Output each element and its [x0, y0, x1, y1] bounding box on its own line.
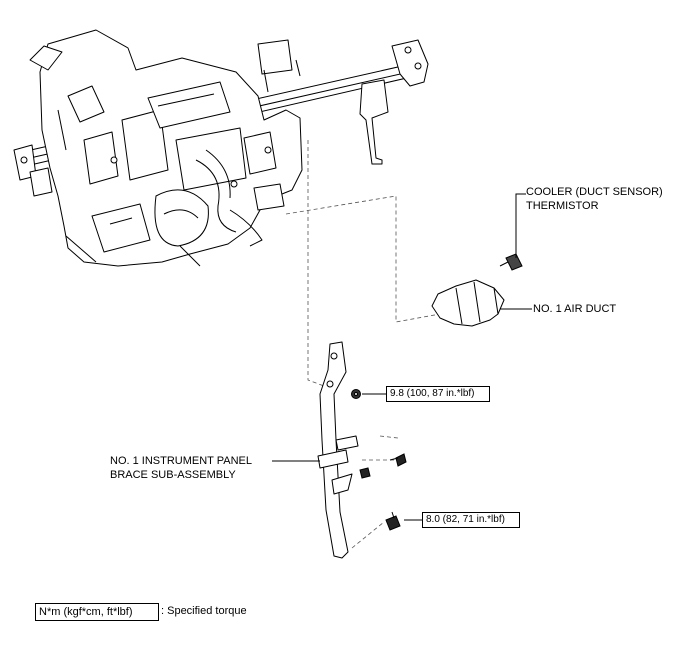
- brace-bolt-right: [389, 453, 407, 467]
- heater-unit-assembly: [13, 29, 429, 267]
- legend-torque-box: N*m (kgf*cm, ft*lbf): [35, 603, 159, 621]
- alignment-lines: [285, 140, 441, 549]
- brace-label-line1: NO. 1 INSTRUMENT PANEL: [110, 455, 253, 467]
- leader-lines: [272, 193, 532, 521]
- upper-nut: [351, 389, 361, 399]
- cooler-thermistor-part: [499, 253, 523, 271]
- cooler-thermistor-label-line1: COOLER (DUCT SENSOR): [526, 186, 663, 198]
- brace-sub-assembly-part: [317, 341, 359, 559]
- legend-description: : Specified torque: [161, 605, 247, 617]
- cooler-thermistor-label-line2: THERMISTOR: [526, 200, 599, 212]
- torque-box-upper: 9.8 (100, 87 in.*lbf): [386, 386, 490, 402]
- torque-box-lower: 8.0 (82, 71 in.*lbf): [422, 512, 520, 528]
- brace-label-line2: BRACE SUB-ASSEMBLY: [110, 469, 236, 481]
- air-duct-part: [431, 279, 505, 327]
- brace-bolt-lower: [385, 511, 401, 531]
- air-duct-label: NO. 1 AIR DUCT: [533, 303, 617, 315]
- fasteners: [351, 389, 407, 531]
- brace-bolt-middle: [359, 467, 371, 479]
